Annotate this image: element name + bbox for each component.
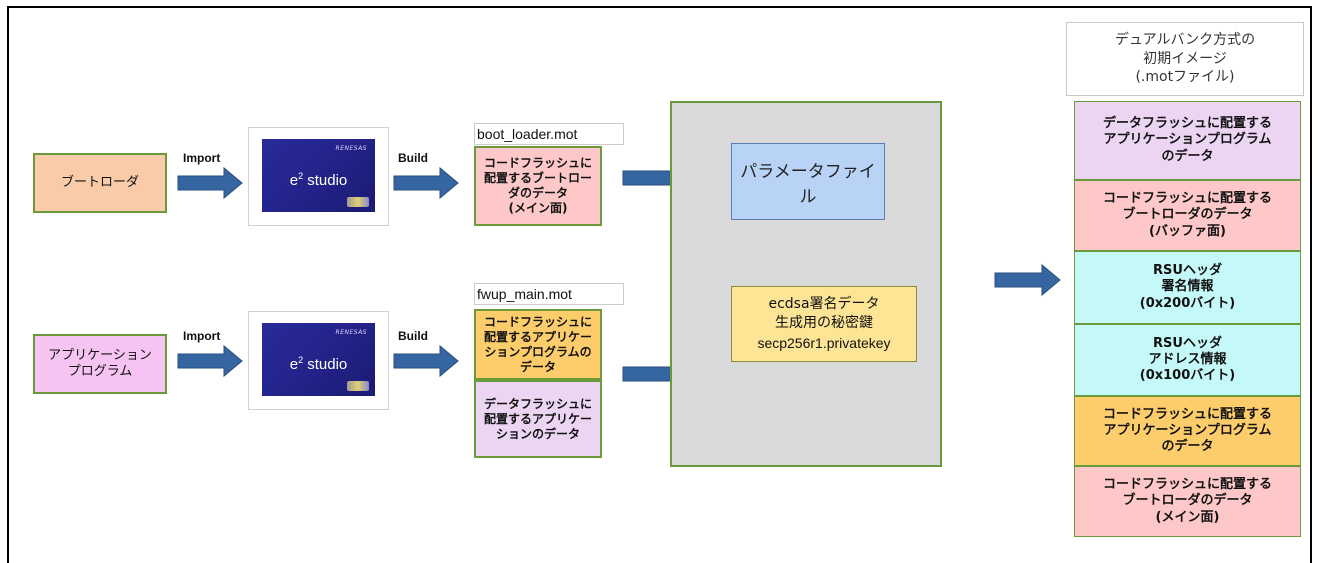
import-arrow-bottom [177,344,243,378]
private-key-title: ecdsa署名データ 生成用の秘密鍵 [768,295,880,332]
output-segment: コードフラッシュに配置する ブートローダのデータ (バッファ面) [1074,180,1301,251]
build-arrow-bottom [393,344,459,378]
app-data-output: データフラッシュに 配置するアプリケー ションのデータ [474,380,602,458]
output-segment: RSUヘッダ 署名情報 (0x200バイト) [1074,251,1301,324]
application-source-box: アプリケーション プログラム [33,334,167,394]
output-segment: RSUヘッダ アドレス情報 (0x100バイト) [1074,324,1301,396]
parameter-file-box: パラメータファイル [731,143,885,220]
e2-studio-image-top: RENESAS e2 studio [248,127,389,226]
import-label-bottom: Import [183,329,221,343]
import-arrow-top [177,166,243,200]
output-segment: コードフラッシュに配置する アプリケーションプログラム のデータ [1074,396,1301,466]
bootloader-source-box: ブートローダ [33,153,167,213]
output-image-caption: デュアルバンク方式の 初期イメージ (.motファイル) [1066,22,1304,96]
renesas-logo: RENESAS [335,145,367,152]
private-key-box: ecdsa署名データ 生成用の秘密鍵 secp256r1.privatekey [731,286,917,362]
studio-badge-icon [347,381,369,391]
private-key-filename: secp256r1.privatekey [757,334,891,351]
bootloader-code-output: コードフラッシュに 配置するブートロー ダのデータ (メイン面) [474,146,602,226]
build-arrow-top [393,166,459,200]
build-label-top: Build [398,151,428,165]
e2-studio-logo: e2 studio [289,171,348,190]
e2-studio-image-bottom: RENESAS e2 studio [248,311,389,410]
diagram-frame [7,6,1312,563]
to-output-arrow [994,263,1061,297]
app-code-output: コードフラッシュに 配置するアプリケー ションプログラムの データ [474,309,602,380]
output-segment: データフラッシュに配置する アプリケーションプログラム のデータ [1074,101,1301,180]
build-label-bottom: Build [398,329,428,343]
bootloader-mot-filename: boot_loader.mot [474,123,624,145]
import-label-top: Import [183,151,221,165]
e2-studio-logo: e2 studio [289,355,348,374]
application-mot-filename: fwup_main.mot [474,283,624,305]
output-segment: コードフラッシュに配置する ブートローダのデータ (メイン面) [1074,466,1301,537]
studio-badge-icon [347,197,369,207]
renesas-logo: RENESAS [335,329,367,336]
